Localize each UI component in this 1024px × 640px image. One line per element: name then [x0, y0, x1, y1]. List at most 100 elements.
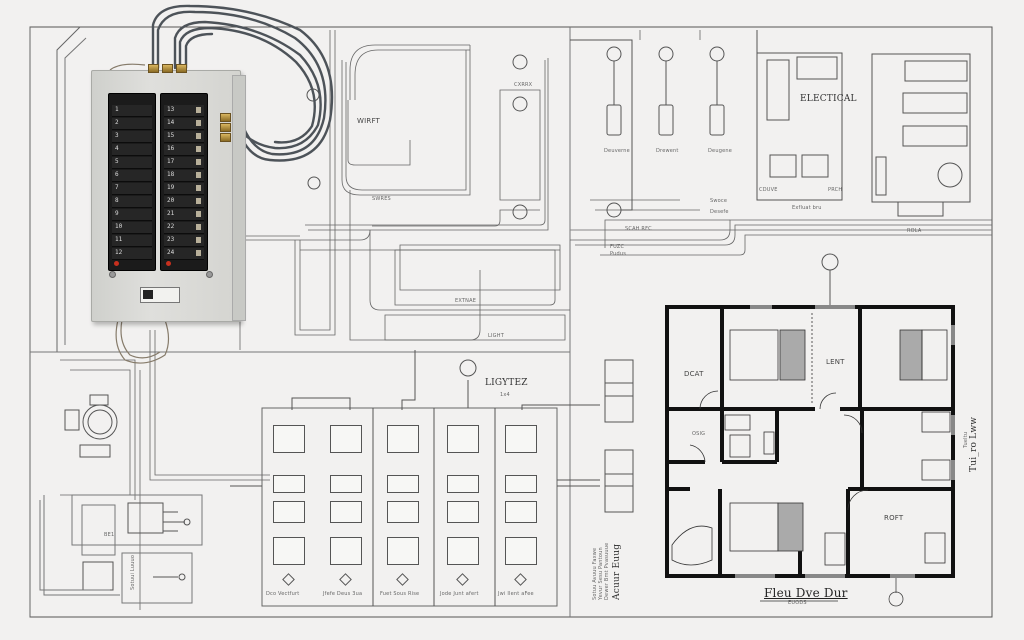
diamond-connector-icon	[456, 573, 469, 586]
breaker-switch[interactable]: 15	[164, 131, 204, 143]
label-feed-1: Swoce	[710, 198, 728, 204]
label-lights-block-sub: 1x4	[500, 392, 510, 398]
label-lights-block: LIGYTEZ	[485, 378, 528, 388]
breaker-switch[interactable]: 22	[164, 222, 204, 234]
outlet-caption: Jfefe Deus 3ua	[323, 591, 363, 597]
receptacle-symbol	[505, 501, 537, 523]
switch-symbol	[505, 475, 537, 493]
outlet-symbol	[505, 537, 537, 565]
cable-lug	[220, 133, 231, 142]
diamond-connector-icon	[514, 573, 527, 586]
label-electrical-room: ELECTICAL	[800, 94, 857, 104]
breaker-panel: 1 2 3 4 5 6 7 8 9 10 11 12 13 14 15 16 1…	[91, 64, 246, 322]
breaker-switch[interactable]: 1	[112, 105, 152, 117]
breaker-switch[interactable]: 6	[112, 170, 152, 182]
switch-symbol	[273, 475, 305, 493]
label-feed-4: FUZC	[610, 244, 625, 250]
label-wiring-zone: WIRFT	[357, 117, 381, 125]
receptacle-symbol	[387, 501, 419, 523]
right-vertical-sub: Tueltu	[963, 431, 969, 448]
breaker-switch[interactable]: 5	[112, 157, 152, 169]
receptacle-symbol	[447, 501, 479, 523]
room-closet: DCAT	[684, 370, 704, 378]
breaker-switch[interactable]: 11	[112, 235, 152, 247]
breaker-switch[interactable]: 23	[164, 235, 204, 247]
breaker-switch[interactable]: 21	[164, 209, 204, 221]
breaker-switch[interactable]: 20	[164, 196, 204, 208]
pilot-light	[114, 261, 119, 266]
breaker-switch[interactable]: 17	[164, 157, 204, 169]
light-fixture-symbol	[387, 425, 419, 453]
switch-symbol	[330, 475, 362, 493]
breaker-column-left: 1 2 3 4 5 6 7 8 9 10 11 12	[108, 93, 156, 271]
cable-lug	[162, 64, 173, 73]
label-room-left: CDUVE	[759, 187, 778, 193]
breaker-switch[interactable]: 14	[164, 118, 204, 130]
breaker-switch[interactable]: 24	[164, 248, 204, 260]
outlet-symbol	[273, 537, 305, 565]
panel-flange	[232, 75, 246, 321]
breaker-switch[interactable]: 16	[164, 144, 204, 156]
breaker-switch[interactable]: 2	[112, 118, 152, 130]
breaker-switch[interactable]: 12	[112, 248, 152, 260]
breaker-column-right: 13 14 15 16 17 18 19 20 21 22 23 24	[160, 93, 208, 271]
side-note-title: Acuur Euug	[612, 543, 622, 600]
outlet-column: Fuet Sous Rise	[380, 415, 420, 605]
side-note-line: Dewer Bmt Pvasuuue	[604, 542, 610, 600]
outlet-symbol	[387, 537, 419, 565]
panel-screw	[206, 271, 213, 278]
label-feed-3: SCAH RFC	[625, 226, 652, 232]
cable-lug	[176, 64, 187, 73]
label-switch-3: Deugene	[708, 148, 732, 154]
diamond-connector-icon	[282, 573, 295, 586]
room-br: ROFT	[884, 514, 904, 522]
label-box: Sotuui Luuuo	[130, 554, 136, 590]
outlet-column: Dco Vectfurt	[266, 415, 306, 605]
label-room-note: Exfluat bru	[792, 205, 822, 211]
label-meter: BE1	[104, 532, 115, 538]
outlet-caption: Fuet Sous Rise	[380, 591, 420, 597]
switch-symbol	[387, 475, 419, 493]
right-vertical-label: Tui_ro Lww	[969, 416, 979, 472]
breaker-switch[interactable]: 7	[112, 183, 152, 195]
breaker-switch[interactable]: 13	[164, 105, 204, 117]
outlet-column: Jode Junt afert	[440, 415, 480, 605]
switch-symbol	[447, 475, 479, 493]
cable-lug	[220, 123, 231, 132]
cable-lug	[148, 64, 159, 73]
label-entry: ROLA	[907, 228, 922, 234]
label-feed-5: Pudus	[610, 251, 627, 257]
breaker-switch[interactable]: 4	[112, 144, 152, 156]
room-living: LENT	[826, 358, 845, 366]
label-exterior: EXTNAE	[455, 298, 477, 304]
receptacle-symbol	[330, 501, 362, 523]
light-fixture-symbol	[273, 425, 305, 453]
outlet-symbol	[330, 537, 362, 565]
breaker-switch[interactable]: 19	[164, 183, 204, 195]
breaker-switch[interactable]: 3	[112, 131, 152, 143]
diamond-connector-icon	[339, 573, 352, 586]
outlet-caption: Jwi Ilent aFee	[498, 591, 534, 597]
breaker-switch[interactable]: 9	[112, 209, 152, 221]
drawing-subtitle: EUODS	[788, 600, 807, 606]
label-switch-2: Drewent	[656, 148, 679, 154]
label-garage: CXRRX	[514, 82, 533, 88]
panel-label-plate	[140, 287, 180, 303]
breaker-switch[interactable]: 10	[112, 222, 152, 234]
label-room-right: PRCH	[828, 187, 843, 193]
light-fixture-symbol	[447, 425, 479, 453]
breaker-switch[interactable]: 18	[164, 170, 204, 182]
drawing-title: Fleu Dve Dur	[764, 586, 848, 600]
pilot-light	[166, 261, 171, 266]
room-bath: OSIG	[692, 431, 706, 437]
breaker-switch[interactable]: 8	[112, 196, 152, 208]
outlet-symbol	[447, 537, 479, 565]
outlet-caption: Dco Vectfurt	[266, 591, 300, 597]
diamond-connector-icon	[396, 573, 409, 586]
outlet-column: Jwi Ilent aFee	[498, 415, 538, 605]
label-junction: SWRES	[372, 196, 391, 202]
label-switch-1: Deuverne	[604, 148, 630, 154]
receptacle-symbol	[273, 501, 305, 523]
label-light: LIGHT	[488, 333, 504, 339]
cable-lug	[220, 113, 231, 122]
